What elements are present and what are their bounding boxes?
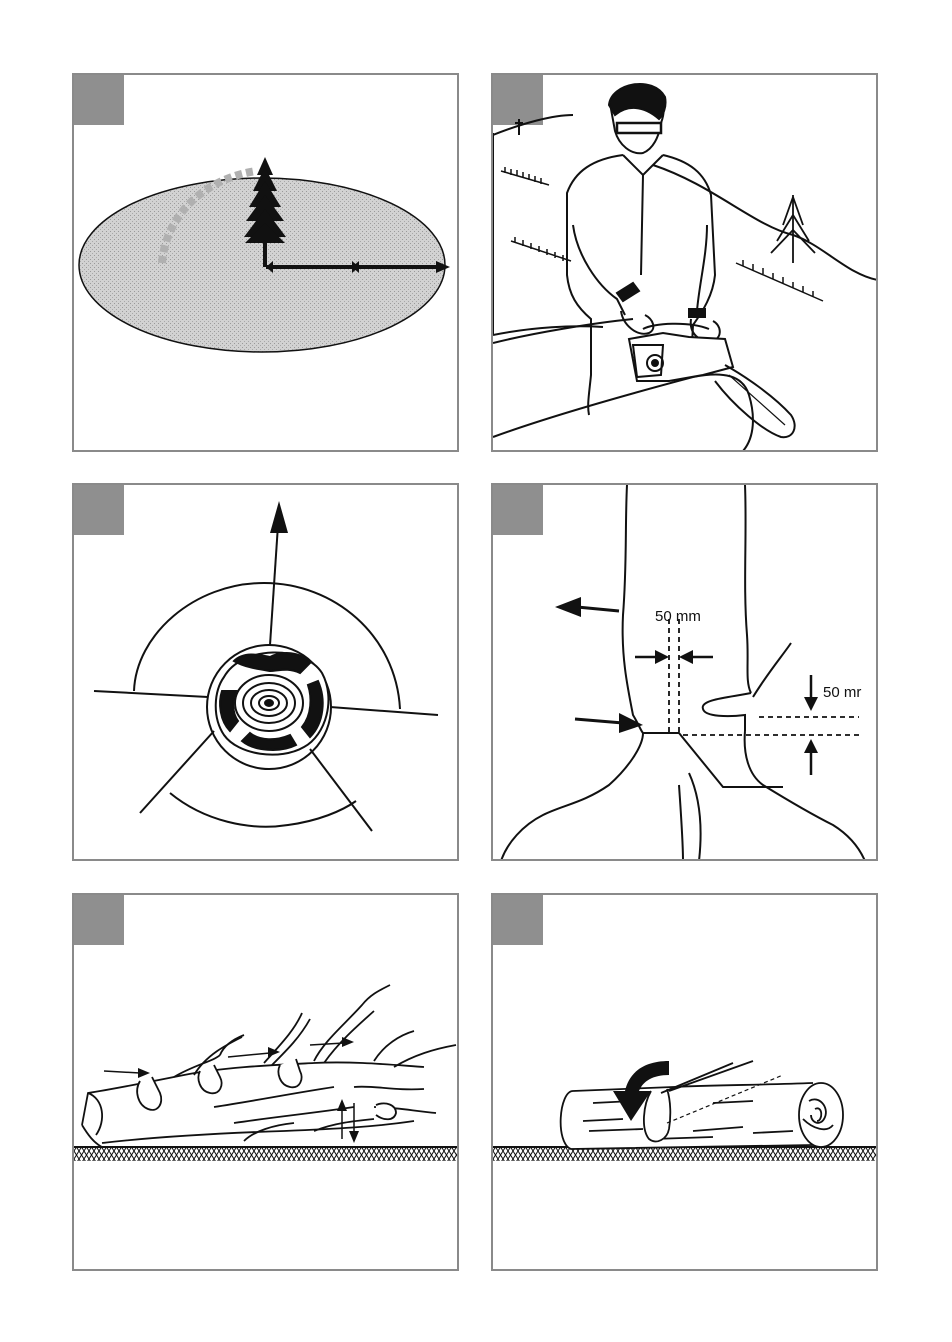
height-arrow-top [804, 675, 818, 711]
width-arrow-left [635, 650, 669, 664]
panel-felling-notch: 50 mm 50 mr [491, 483, 878, 861]
panel-escape-routes [72, 483, 459, 861]
bucking-illustration [493, 895, 878, 1271]
felled-log [82, 1062, 424, 1125]
chainsaw-icon [629, 324, 795, 437]
panel-limbing [72, 893, 459, 1271]
panel-bucking [491, 893, 878, 1271]
trunk-base-split [689, 773, 701, 861]
trunk-base-split [679, 785, 683, 861]
log-outline [493, 374, 753, 451]
operator-collar [623, 155, 663, 275]
height-arrow-bottom [804, 739, 818, 775]
operator-illustration [493, 75, 878, 452]
ground-hatch [493, 1147, 878, 1161]
notch-slope [753, 643, 791, 697]
panel-felling-zone [72, 73, 459, 452]
hill-line [493, 115, 573, 135]
escape-sector-line [140, 731, 214, 813]
arrow-head-icon [270, 501, 288, 533]
width-arrow-right [679, 650, 713, 664]
watch-icon [617, 283, 639, 301]
wristband-icon [689, 309, 705, 317]
trunk-right-edge [745, 731, 865, 861]
sector-line-right [330, 707, 438, 715]
dimension-guides-dashed [669, 619, 859, 735]
operator-hand-left [621, 311, 653, 334]
operator-arm-left [573, 225, 625, 315]
direction-arrow [555, 597, 619, 617]
notch-cut [643, 733, 783, 787]
safety-glasses-icon [617, 123, 661, 133]
notch-width-label: 50 mm [655, 608, 701, 625]
fall-direction-arrow [270, 525, 278, 645]
notch-height-label: 50 mr [823, 684, 861, 701]
escape-routes-illustration [74, 485, 459, 861]
limbing-illustration [74, 895, 459, 1271]
hill-line [653, 165, 878, 280]
log-end [88, 1093, 102, 1135]
trunk-left-edge [501, 485, 643, 861]
panel-operator-chainsaw [491, 73, 878, 452]
escape-sector-arc [170, 793, 356, 827]
felling-zone-illustration [74, 75, 459, 452]
grass-ticks [501, 167, 823, 301]
tree-stump-icon [216, 652, 329, 754]
log-icon [561, 1061, 843, 1149]
sector-line-left [94, 691, 208, 697]
branch-stubs [137, 1059, 396, 1119]
operator-arm-right [697, 225, 707, 311]
notch-upper [703, 693, 751, 731]
ground-hatch [74, 1147, 459, 1161]
felling-notch-illustration: 50 mm 50 mr [493, 485, 878, 861]
trunk-right-edge [745, 485, 751, 693]
